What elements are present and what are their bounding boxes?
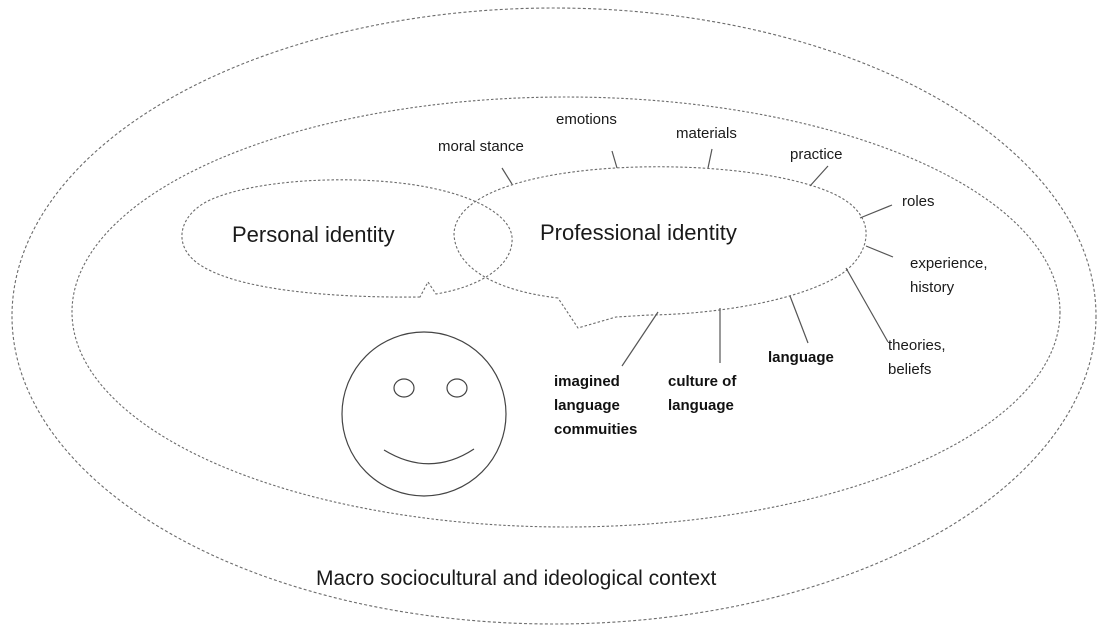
label-emotions: emotions <box>556 111 617 128</box>
label-culture-of: culture of <box>668 373 737 390</box>
spoke-language <box>789 295 809 344</box>
spoke-imagined <box>621 311 659 367</box>
personal-identity-label: Personal identity <box>232 222 395 247</box>
spoke-experience <box>865 245 894 258</box>
macro-context-ellipse <box>11 7 1097 625</box>
smiley-left-eye <box>393 378 415 398</box>
professional-identity-label: Professional identity <box>540 220 737 245</box>
personal-identity-bubble <box>181 179 513 298</box>
spoke-theories <box>845 267 889 343</box>
label-history: history <box>910 279 955 296</box>
label-theories: theories, <box>888 337 946 354</box>
spoke-emotions <box>611 150 618 169</box>
label-roles: roles <box>902 193 935 210</box>
label-language: language <box>768 349 834 366</box>
spoke-materials <box>707 148 713 169</box>
smiley-mouth <box>383 448 475 465</box>
label-materials: materials <box>676 125 737 142</box>
professional-identity-bubble <box>453 166 867 329</box>
label-beliefs: beliefs <box>888 361 931 378</box>
spoke-moral-stance <box>501 167 513 185</box>
spoke-roles <box>859 204 893 219</box>
smiley-face <box>341 331 507 497</box>
spoke-practice <box>809 165 829 187</box>
label-culture-language: language <box>668 397 734 414</box>
label-moral-stance: moral stance <box>438 138 524 155</box>
label-imagined-communities: commuities <box>554 421 637 438</box>
label-practice: practice <box>790 146 843 163</box>
label-imagined: imagined <box>554 373 620 390</box>
label-imagined-language: language <box>554 397 620 414</box>
label-experience: experience, <box>910 255 988 272</box>
smiley-right-eye <box>446 378 468 398</box>
macro-context-label: Macro sociocultural and ideological cont… <box>316 567 717 590</box>
inner-context-ellipse <box>71 96 1061 528</box>
